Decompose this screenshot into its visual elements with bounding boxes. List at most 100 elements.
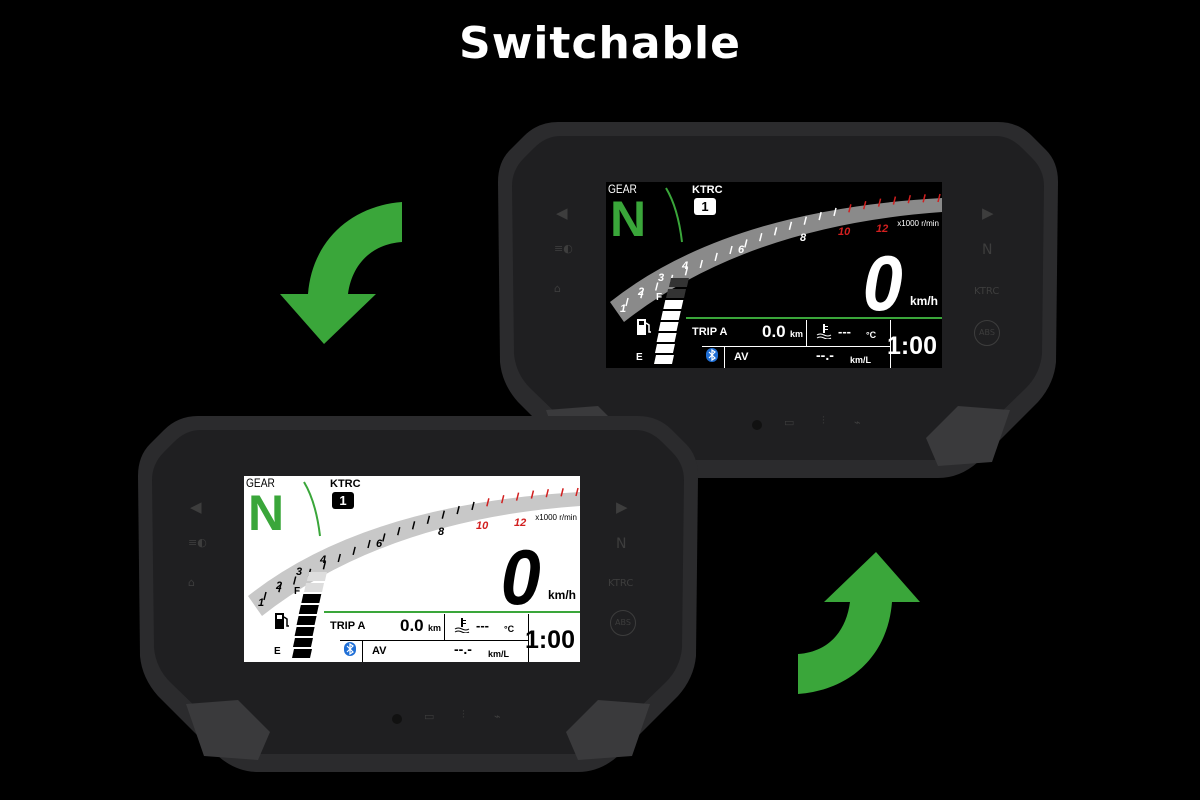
info-divider (528, 614, 529, 662)
speed-unit: km/h (547, 588, 576, 602)
fuel-full-label: F (656, 292, 663, 303)
status-led (392, 714, 402, 724)
trip-label: TRIP A (330, 620, 366, 632)
tach-label: 8 (438, 526, 445, 538)
bluetooth-icon (344, 642, 356, 656)
info-divider (724, 346, 725, 368)
tach-label: 12 (876, 223, 889, 235)
tach-tick (848, 204, 852, 213)
fuel-segment (294, 627, 315, 636)
tach-tick (803, 216, 808, 225)
tach-tick (486, 498, 490, 507)
clock: 1:00 (524, 626, 575, 654)
tach-tick (714, 252, 718, 262)
tach-label: 1 (258, 597, 265, 609)
tach-tick (426, 515, 431, 524)
info-divider (702, 346, 890, 347)
speed-readout: 0 (500, 533, 541, 621)
fuel-segment (304, 583, 325, 592)
tach-label: 1 (620, 303, 627, 315)
fuel-segment (666, 289, 687, 298)
ktrc-mode-badge: 1 (694, 198, 716, 215)
tach-tick (278, 584, 282, 593)
tach-band (248, 492, 580, 616)
fuel-segment (301, 594, 322, 603)
divider-line (686, 317, 942, 319)
rpm-unit: x1000 r/min (897, 219, 939, 228)
tach-tick (788, 221, 793, 230)
neutral-indicator: N (616, 536, 627, 552)
trip-unit: km (428, 623, 442, 633)
tach-label: 2 (276, 580, 283, 592)
tach-tick (758, 232, 763, 242)
tach-tick (625, 297, 629, 307)
fuel-segment (660, 311, 681, 320)
tach-tick (471, 501, 475, 511)
tach-tick (877, 198, 882, 207)
tach-tick (833, 207, 837, 217)
fuel-economy-value: --.- (454, 641, 472, 657)
tach-tick (396, 526, 401, 536)
tach-label: 6 (738, 244, 745, 256)
fuel-segment (658, 322, 679, 331)
tach-label: 10 (838, 226, 851, 238)
abs-indicator: ABS (610, 610, 636, 636)
coolant-temp-icon (816, 324, 832, 339)
ktrc-label: KTRC (692, 184, 723, 196)
abs-indicator: ABS (974, 320, 1000, 346)
fuel-segment (656, 333, 677, 342)
status-led (752, 420, 762, 430)
trip-unit: km (790, 329, 804, 339)
right-turn-indicator-icon: ▶ (982, 204, 994, 222)
headlight-indicator-icon: ≡◐ (554, 242, 573, 255)
fuel-segment (292, 638, 313, 647)
ktrc-indicator: KTRC (608, 578, 634, 589)
divider-line (324, 611, 580, 613)
gear-label: GEAR (246, 476, 275, 490)
fuel-segment (292, 649, 312, 658)
coolant-temp-icon (454, 618, 470, 633)
tach-tick (441, 510, 446, 519)
average-label: AV (734, 351, 749, 363)
tach-tick (530, 490, 535, 499)
instrument-cluster-light: ◀ ≡◐ ⌂ ▶ N KTRC ABS ▭ ⫶ ⌁ GEAR N KTRC 1 … (138, 416, 698, 776)
speed-unit: km/h (909, 294, 938, 308)
tach-tick (575, 487, 579, 497)
coolant-warning-icon: ⫶ (462, 708, 465, 721)
fuel-empty-label: E (636, 352, 643, 363)
fuel-segment (654, 355, 674, 364)
abs-indicator-label: ABS (615, 618, 631, 627)
tach-label: 2 (638, 286, 645, 298)
speed-readout: 0 (862, 239, 903, 327)
oil-pressure-warning-icon: ⌁ (854, 416, 861, 429)
trip-label: TRIP A (692, 326, 728, 338)
tach-tick (560, 488, 564, 497)
tach-tick (773, 227, 778, 236)
engine-warning-icon: ⌂ (188, 576, 195, 589)
coolant-temp-value: --- (838, 324, 851, 339)
fuel-segment (668, 278, 689, 287)
fuel-economy-unit: km/L (488, 649, 510, 659)
tach-band (610, 198, 942, 322)
fuel-gauge (654, 278, 689, 364)
tach-tick (292, 576, 297, 585)
neutral-indicator: N (982, 242, 993, 258)
fuel-segment (306, 572, 327, 581)
tach-label: 12 (514, 517, 527, 529)
ktrc-mode-badge: 1 (332, 492, 354, 509)
fuel-pump-icon (275, 613, 289, 629)
gear-label: GEAR (608, 182, 637, 196)
tach-tick (862, 201, 867, 210)
abs-indicator-label: ABS (979, 328, 995, 337)
curved-arrow-up-icon (798, 552, 920, 694)
tach-tick (684, 267, 689, 276)
info-divider (806, 320, 807, 346)
tach-tick (382, 533, 386, 542)
oil-pressure-warning-icon: ⌁ (494, 710, 501, 723)
left-turn-indicator-icon: ◀ (190, 498, 202, 516)
fuel-segment (298, 605, 319, 614)
gear-arc (303, 481, 321, 537)
coolant-temp-value: --- (476, 618, 489, 633)
